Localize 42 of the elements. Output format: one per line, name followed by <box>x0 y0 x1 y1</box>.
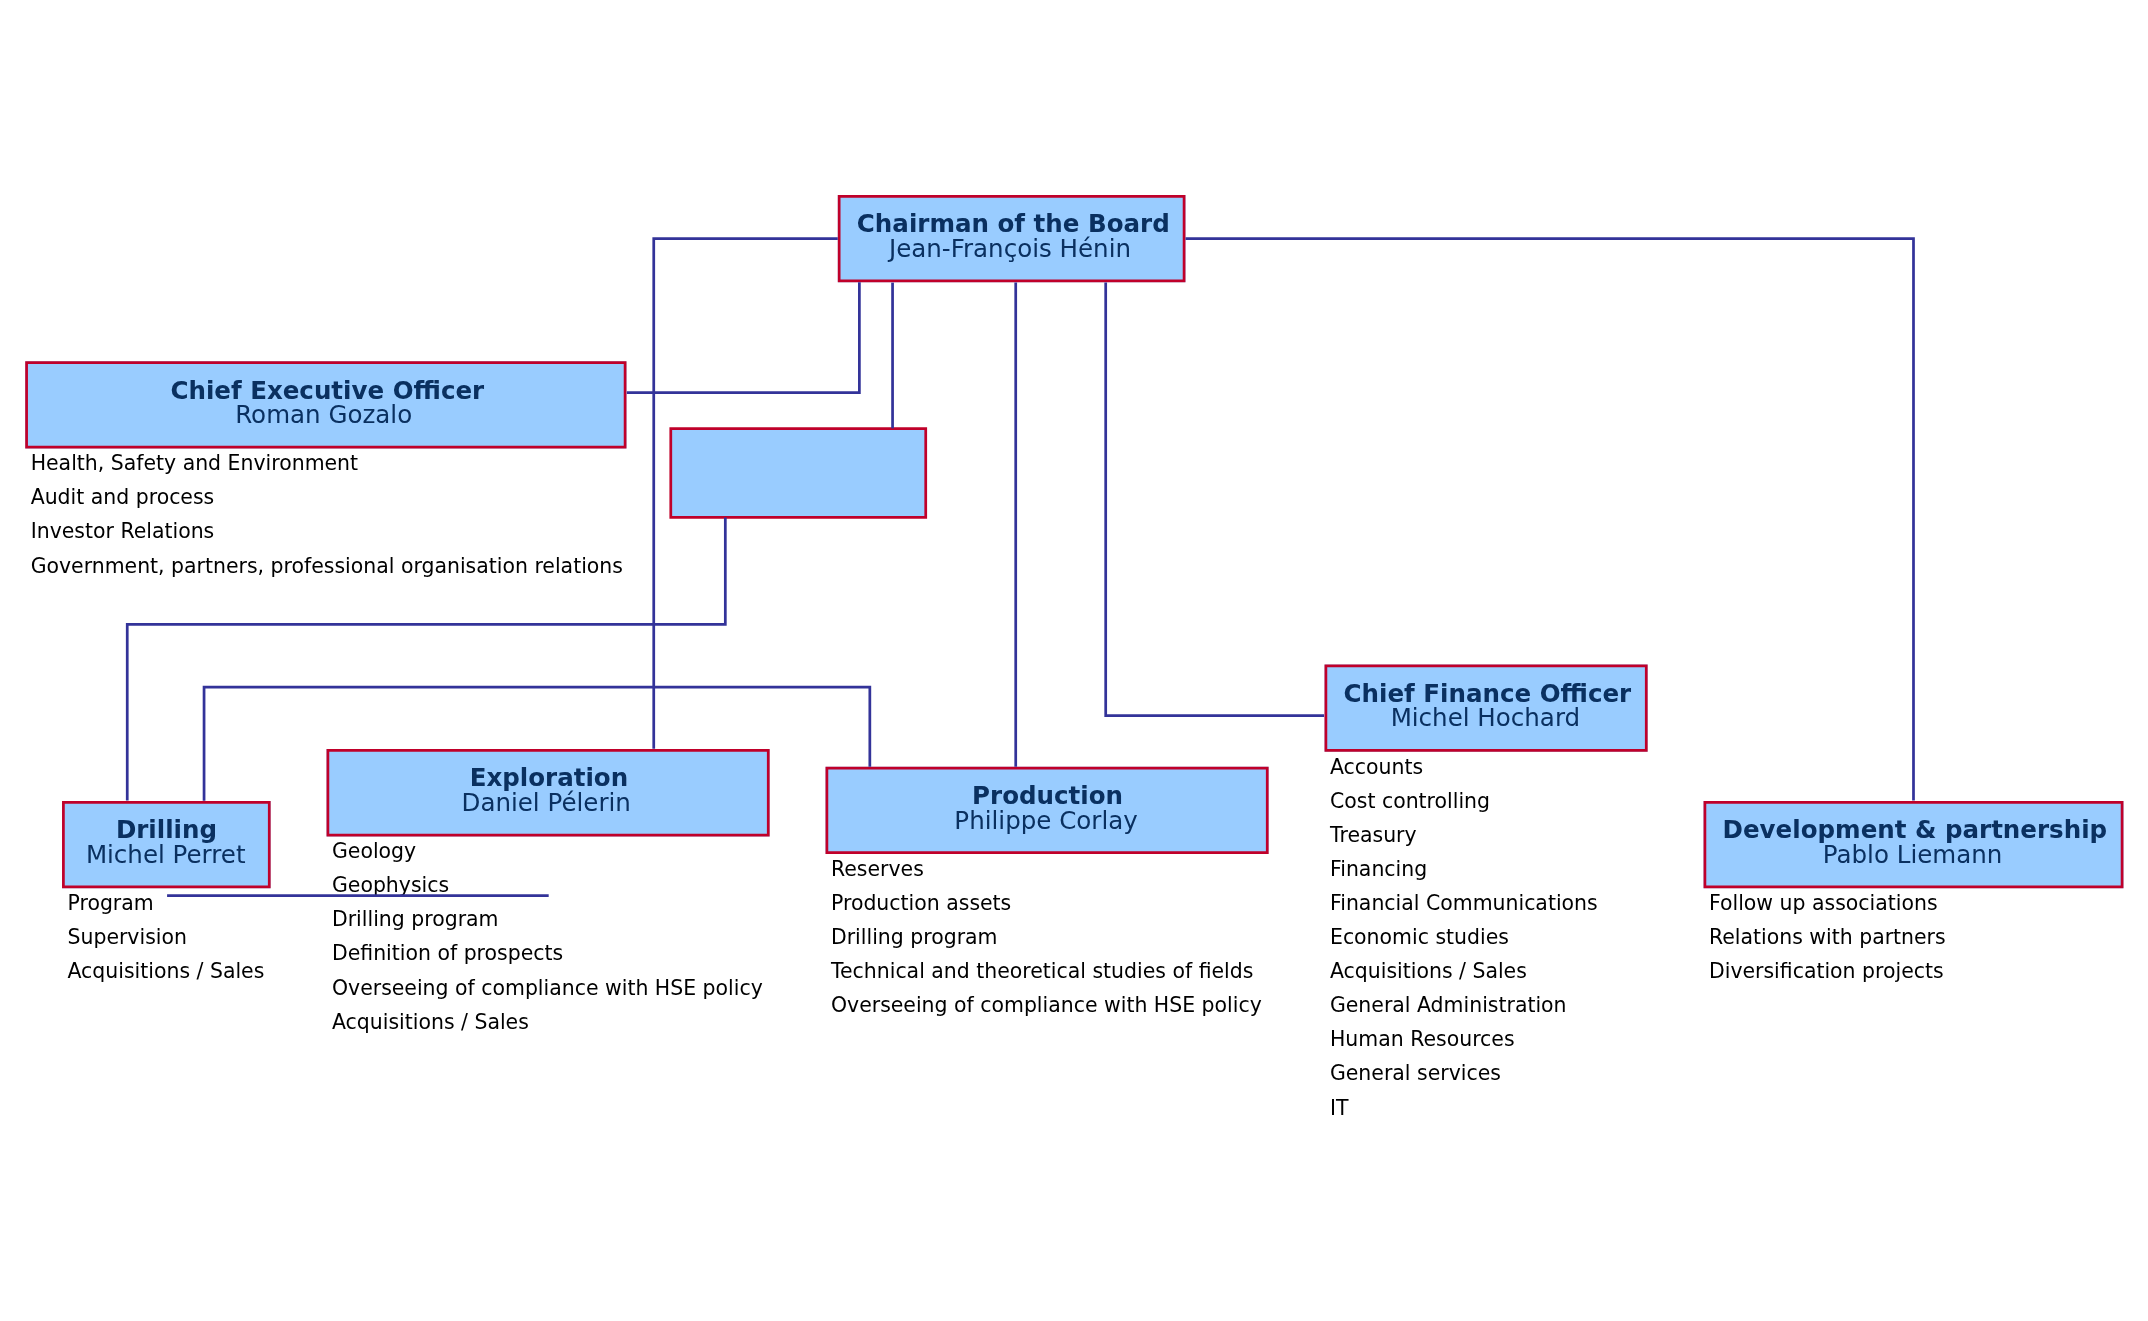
node-label: Health, Safety and Environment <box>30 451 359 476</box>
node-label: Technical and theoretical studies of fields <box>830 959 1254 984</box>
node-label: Cost controlling <box>1329 788 1491 813</box>
node-label: Treasury <box>1329 822 1417 847</box>
node-label: Financing <box>1329 856 1428 881</box>
node-label: Program <box>67 891 154 915</box>
connector <box>1185 237 1915 801</box>
connector <box>202 685 872 801</box>
connector <box>891 282 894 429</box>
connector <box>125 517 727 801</box>
node-label: Investor Relations <box>30 519 215 544</box>
node-label: Reserves <box>830 856 924 881</box>
node-label: Definition of prospects <box>331 941 564 966</box>
connector <box>1104 282 1325 718</box>
connector <box>1014 282 1018 767</box>
node-label: General Administration <box>1329 993 1567 1018</box>
node-label: Drilling program <box>331 907 499 932</box>
node-label: Government, partners, professional organisation relations <box>30 553 623 578</box>
node-label: Follow up associations <box>1708 891 1938 915</box>
connector <box>167 894 549 898</box>
node-label: Relations with partners <box>1708 925 1946 950</box>
node-label: Overseeing of compliance with HSE policy <box>331 975 763 1000</box>
node-label: Acquisitions / Sales <box>1329 959 1527 984</box>
node-label: Audit and process <box>30 485 215 510</box>
node-label: Overseeing of compliance with HSE policy <box>830 993 1262 1018</box>
node-label: Diversification projects <box>1708 959 1944 984</box>
node-label: Acquisitions / Sales <box>331 1009 529 1034</box>
node-label: Accounts <box>1329 754 1424 779</box>
node-label: Acquisitions / Sales <box>67 959 265 984</box>
node-label: Financial Communications <box>1329 891 1598 915</box>
node-label: General services <box>1329 1061 1501 1086</box>
connector <box>626 282 861 394</box>
node-label: Geology <box>331 839 417 864</box>
node-label: Supervision <box>67 925 187 950</box>
node-label: Economic studies <box>1329 925 1509 950</box>
node-label: Human Resources <box>1329 1027 1515 1052</box>
node-label: Drilling program <box>830 925 998 950</box>
node-box <box>669 427 928 519</box>
node-label: Geophysics <box>331 873 450 898</box>
connector <box>652 237 838 749</box>
node-label: Production assets <box>830 891 1012 915</box>
node-label: IT <box>1329 1095 1349 1120</box>
